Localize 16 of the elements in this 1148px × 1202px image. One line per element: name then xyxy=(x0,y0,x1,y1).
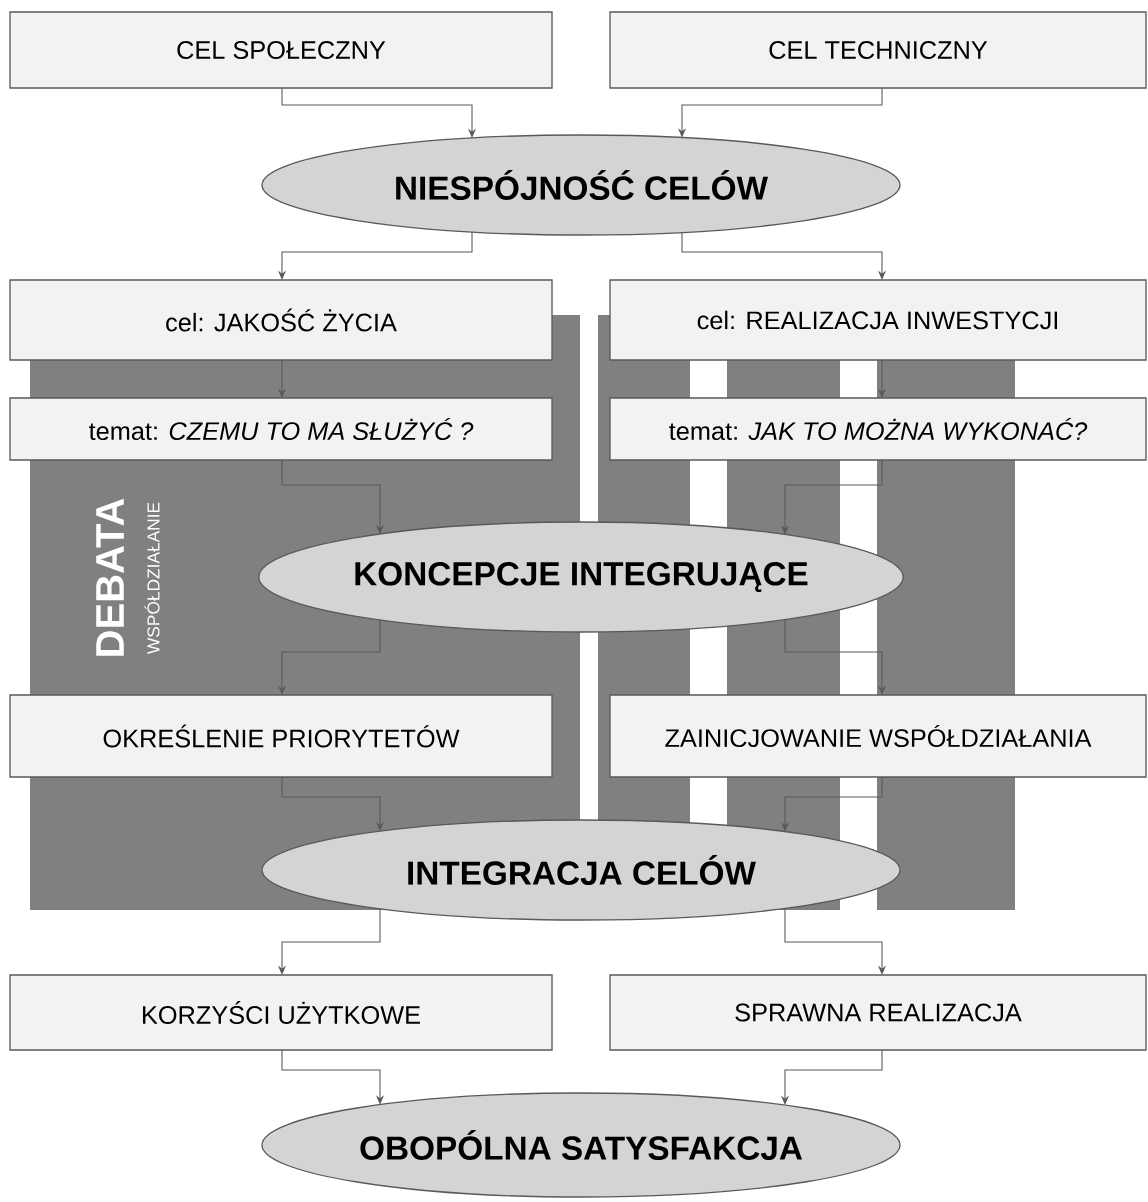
process-box: KORZYŚCI UŻYTKOWE xyxy=(9,974,553,1051)
arrow xyxy=(281,87,477,138)
process-box: cel: JAKOŚĆ ŻYCIA xyxy=(9,279,553,361)
process-box: SPRAWNA REALIZACJA xyxy=(609,974,1147,1051)
process-box: temat: JAK TO MOŻNA WYKONAĆ? xyxy=(609,397,1147,461)
process-box: temat: CZEMU TO MA SŁUŻYĆ ? xyxy=(9,397,553,461)
process-box: OKREŚLENIE PRIORYTETÓW xyxy=(9,694,553,778)
process-box: cel: REALIZACJA INWESTYCJI xyxy=(609,279,1147,361)
process-box: ZAINICJOWANIE WSPÓŁDZIAŁANIA xyxy=(609,694,1147,778)
panel-subtitle: WSPÓŁDZIAŁANIE xyxy=(144,502,160,654)
arrow xyxy=(784,907,887,975)
panel-title: DEBATA xyxy=(96,498,124,656)
arrow xyxy=(681,231,887,280)
process-box: CEL SPOŁECZNY xyxy=(9,11,553,89)
arrow xyxy=(784,618,887,695)
process-box: CEL TECHNICZNY xyxy=(609,11,1147,89)
